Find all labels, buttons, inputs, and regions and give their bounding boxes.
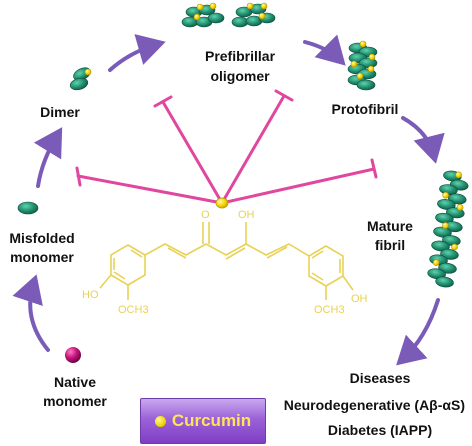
left-benzene-ring [110, 244, 146, 286]
curcumin-legend-box: Curcumin [140, 398, 266, 444]
curcumin-structure [99, 222, 354, 300]
label-prefibrillar-oligomer: Prefibrillar oligomer [204, 48, 276, 84]
curcumin-center-dot [215, 197, 229, 209]
arrow-native-to-misfolded [12, 274, 50, 352]
oligomer-cluster-right [231, 2, 276, 28]
label-misfolded-monomer: Misfolded monomer [9, 230, 75, 265]
arrow-dimer-to-oligomer [108, 34, 166, 72]
cycle-arrows [12, 34, 445, 366]
inhibit-oligomer-right-line [220, 94, 286, 205]
arrow-fibril-to-diseases [396, 298, 440, 366]
right-benzene-ring [308, 245, 344, 287]
mature-fibril-stack [427, 170, 469, 288]
left-methoxy-label: OCH3 [118, 304, 149, 316]
label-neurodegenerative: Neurodegenerative (Aβ-αS) [283, 397, 465, 413]
curcumin-dot-icon [154, 415, 166, 427]
carbonyl-label: O [201, 209, 210, 221]
label-native-monomer: Native monomer [43, 374, 107, 409]
curcumin-legend-label: Curcumin [171, 411, 252, 430]
inhibit-protofibril-line [220, 167, 376, 205]
arrow-protofibril-to-fibril [401, 116, 445, 164]
inhibition-lines [75, 89, 378, 205]
inhibit-oligomer-left-line [161, 100, 224, 205]
misfolded-monomer-ellipse [17, 201, 39, 215]
dimer-cluster [69, 67, 92, 91]
native-monomer-sphere [65, 347, 81, 363]
left-hydroxyl-label: HO [82, 289, 99, 301]
inhibit-dimer-line [76, 174, 224, 205]
arrow-misfolded-to-dimer [33, 127, 63, 188]
protofibril-stack [347, 40, 378, 91]
label-diseases: Diseases [349, 370, 411, 386]
enol-label: OH [238, 209, 255, 221]
curcumin-atom-labels: O OH HO OCH3 OH OCH3 [82, 209, 368, 316]
arrow-oligomer-to-protofibril [303, 34, 346, 66]
curcumin-chain [144, 243, 310, 257]
right-methoxy-label: OCH3 [314, 304, 345, 316]
oligomer-cluster-left [181, 2, 225, 28]
label-protofibril: Protofibril [331, 101, 399, 117]
label-dimer: Dimer [40, 104, 80, 120]
label-diabetes: Diabetes (IAPP) [327, 422, 433, 438]
label-mature-fibril: Mature fibril [367, 218, 413, 253]
right-hydroxyl-label: OH [351, 293, 368, 305]
